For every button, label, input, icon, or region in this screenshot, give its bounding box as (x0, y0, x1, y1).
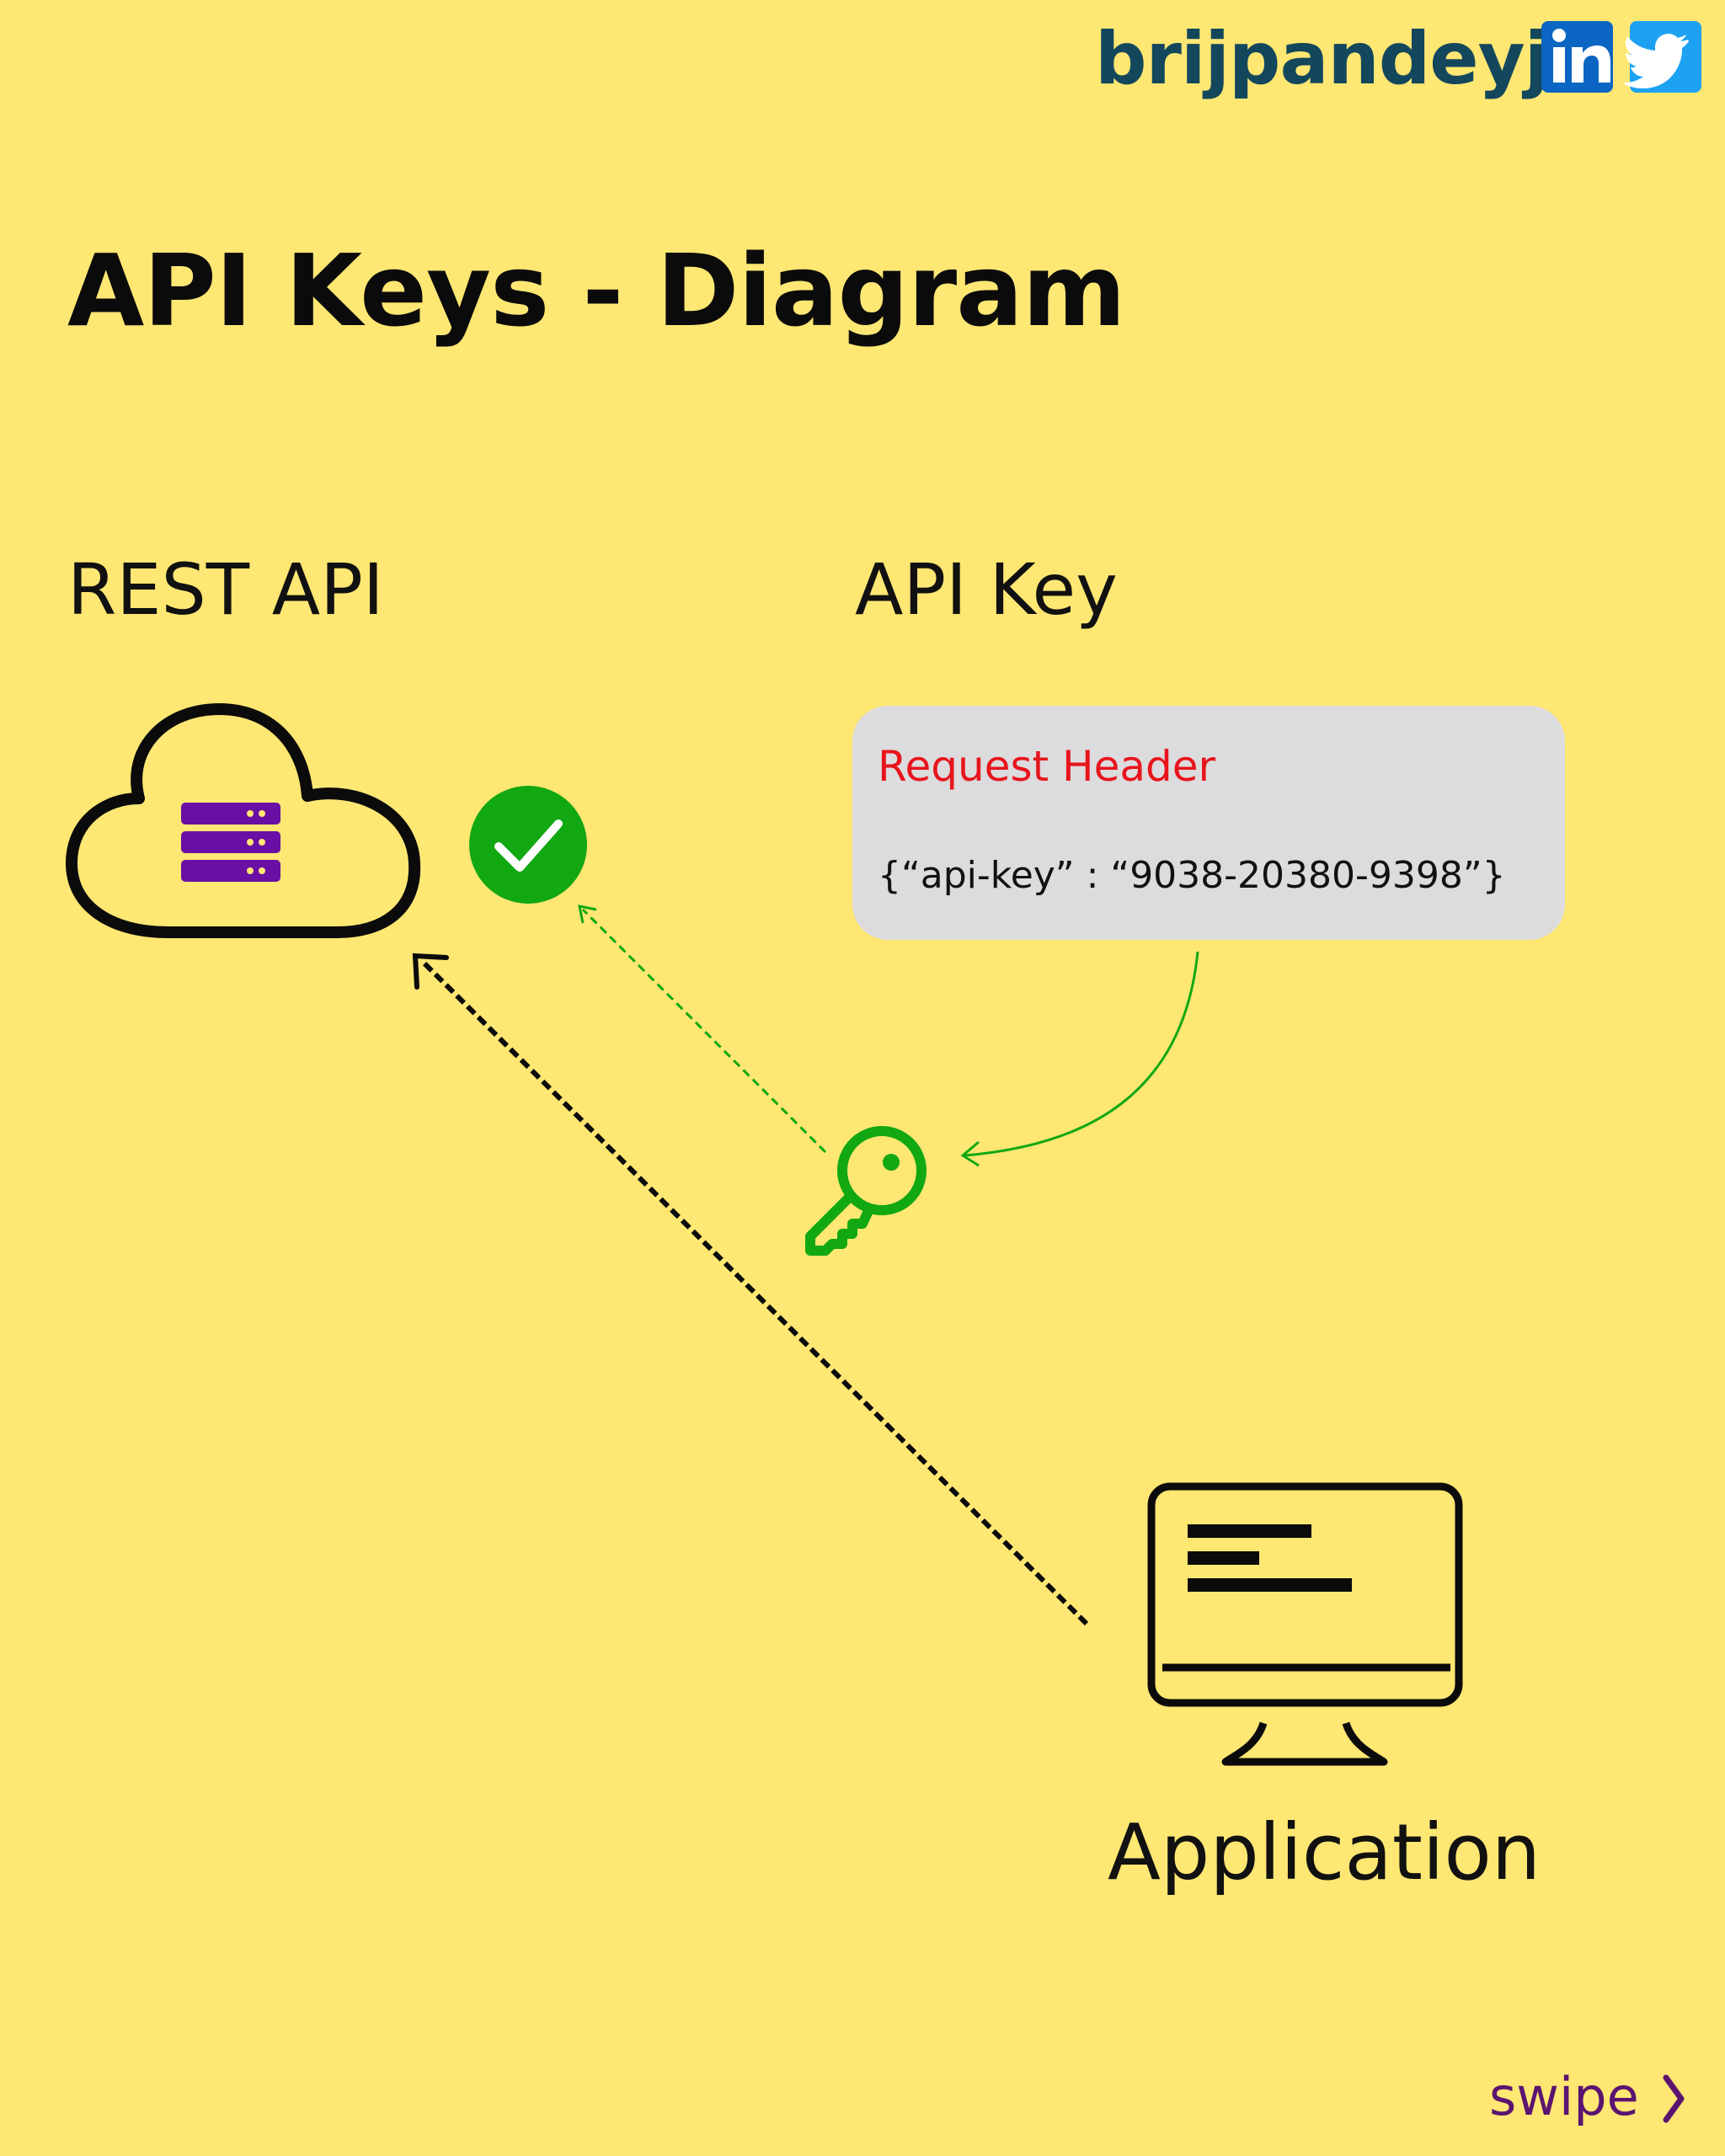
rest-api-label: REST API (67, 548, 384, 631)
swipe-link[interactable]: swipe (1489, 2066, 1639, 2127)
request-header-body: {“api-key” : “9038-20380-9398”} (878, 854, 1506, 897)
request-header-title: Request Header (878, 742, 1216, 791)
page-title: API Keys - Diagram (67, 232, 1126, 349)
api-key-label: API Key (855, 548, 1118, 631)
check-circle-icon (469, 786, 587, 904)
key-to-check-arrow (578, 905, 827, 1154)
application-to-server-arrow (412, 953, 1089, 1626)
header-to-key-arrow (960, 951, 1199, 1167)
key-icon (805, 1126, 927, 1256)
cloud-server-icon (66, 703, 421, 938)
monitor-icon (1147, 1482, 1463, 1766)
request-header-box (852, 706, 1565, 940)
chevron-right-icon[interactable] (1663, 2074, 1685, 2123)
twitter-icon[interactable] (1622, 21, 1701, 93)
application-label: Application (1108, 1807, 1541, 1897)
linkedin-icon[interactable] (1541, 21, 1613, 93)
brand-name: brijpandeyji (1095, 17, 1573, 101)
